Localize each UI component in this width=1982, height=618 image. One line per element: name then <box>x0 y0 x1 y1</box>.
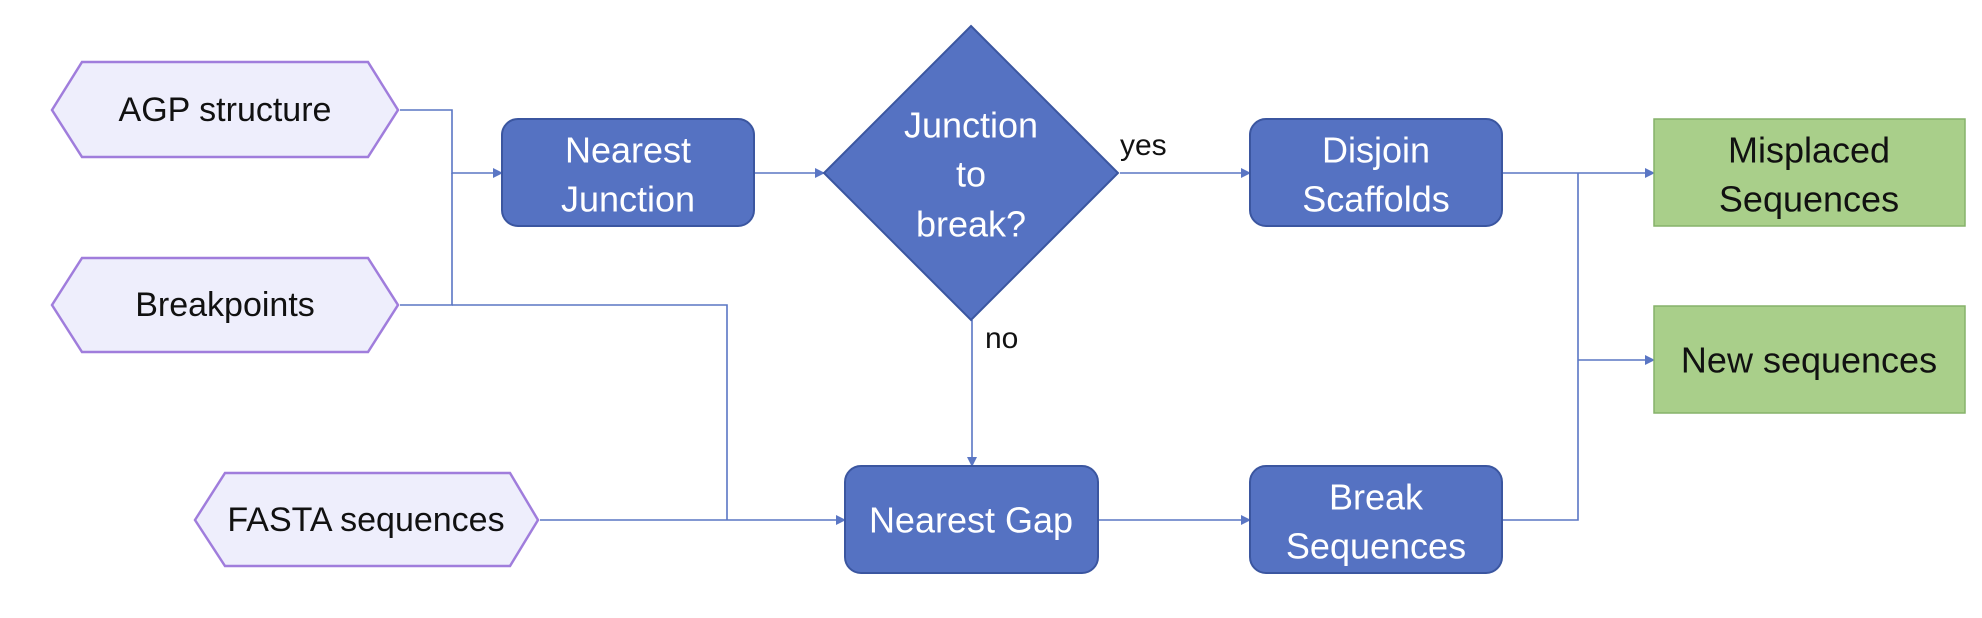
disjoin-line1: Disjoin <box>1322 130 1430 171</box>
decision-line2: to <box>956 154 986 195</box>
nearest-junction-line1: Nearest <box>565 130 691 171</box>
process-nearest-junction: Nearest Junction <box>501 118 755 227</box>
breakpoints-label: Breakpoints <box>135 286 315 324</box>
misplaced-line1: Misplaced <box>1728 130 1890 171</box>
nearest-junction-line2: Junction <box>561 179 695 220</box>
process-nearest-gap: Nearest Gap <box>844 465 1099 574</box>
yes-label: yes <box>1120 129 1167 162</box>
decision-line1: Junction <box>904 105 1038 146</box>
input-fasta-sequences: FASTA sequences <box>193 471 540 568</box>
fasta-sequences-label: FASTA sequences <box>227 501 504 539</box>
connectors <box>400 109 1655 525</box>
process-break-sequences: Break Sequences <box>1249 465 1503 574</box>
input-breakpoints: Breakpoints <box>50 256 400 354</box>
break-sequences-line2: Sequences <box>1286 526 1466 567</box>
break-sequences-line1: Break <box>1329 477 1424 518</box>
connector-agp-to-junction <box>400 109 503 178</box>
connector-breakpoints-to-junction <box>400 173 453 306</box>
decision-line3: break? <box>916 204 1026 245</box>
connector-break-to-outputs <box>1503 173 1579 521</box>
output-new-sequences: New sequences <box>1653 305 1966 414</box>
disjoin-line2: Scaffolds <box>1302 179 1449 220</box>
agp-structure-label: AGP structure <box>119 91 332 129</box>
nearest-gap-label: Nearest Gap <box>869 500 1073 541</box>
process-disjoin-scaffolds: Disjoin Scaffolds <box>1249 118 1503 227</box>
decision-junction-to-break: Junction to break? <box>822 24 1120 322</box>
no-label: no <box>985 322 1018 355</box>
new-sequences-label: New sequences <box>1681 340 1937 381</box>
input-agp-structure: AGP structure <box>50 60 400 159</box>
output-misplaced-sequences: Misplaced Sequences <box>1653 118 1966 227</box>
connector-breakpoints-to-gap <box>452 304 728 520</box>
misplaced-line2: Sequences <box>1719 179 1899 220</box>
